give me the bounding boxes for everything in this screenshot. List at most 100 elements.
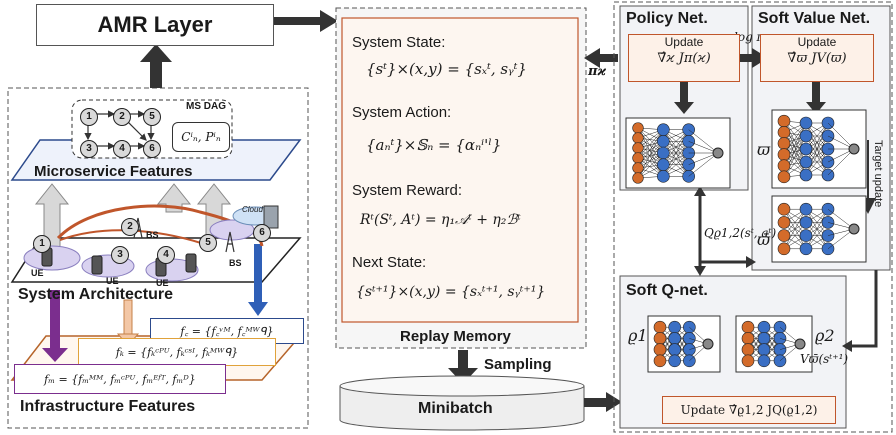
neuron [741, 320, 755, 334]
neuron [632, 172, 644, 184]
neuron [653, 320, 667, 334]
policy-update-label: Update [664, 35, 704, 49]
neuron [777, 242, 791, 256]
neuron [657, 146, 670, 160]
neuron [657, 135, 670, 148]
system-state-eq: {sᵗ}×(x,y) = {sₓᵗ, sᵧᵗ} [366, 60, 527, 78]
next-state-label: Next State: [352, 254, 427, 271]
dag-node-3: 3 [80, 138, 98, 158]
arch-node-1: 1 [33, 233, 51, 253]
neuron [777, 148, 791, 161]
neuron [632, 142, 644, 154]
fc-formula: f꜀ = {f꜀ᵛᴹ, f꜀ᴹᵂᑫ} [180, 324, 274, 338]
neuron [777, 202, 791, 216]
neuron [799, 216, 813, 229]
blue-arrow [254, 244, 262, 304]
system-action-eq: {aₙᵗ}×𝕊ₙ = {αₙⁱ'ˡ} [366, 136, 502, 154]
neuron [799, 242, 813, 256]
value-net-label: ϖ [757, 140, 771, 159]
system-state-label: System State: [352, 34, 446, 51]
arrow-log-pi [734, 54, 754, 62]
arch-node-4: 4 [157, 244, 175, 264]
neuron [632, 132, 644, 144]
neuron [757, 320, 771, 334]
ue-label-1: UE [31, 268, 44, 278]
neuron [632, 162, 644, 174]
microservice-features-label: Microservice Features [34, 163, 193, 180]
soft-q-net-title: Soft Q-net. [626, 282, 708, 299]
neuron [799, 129, 813, 143]
value-update-eq: ∇̂ϖ JV(ϖ) [787, 51, 847, 66]
bs-label-1: BS [146, 230, 159, 240]
neuron [668, 320, 681, 334]
arch-node-6: 6 [253, 222, 271, 242]
fm-formula: fₘ = {fₘᴹᴹ, fₘᶜᴾᵁ, fₘᴱᶠᵀ, fₘᴰ} [44, 372, 196, 386]
flow-arc-2 [59, 229, 211, 247]
neuron [657, 158, 670, 171]
neuron [777, 216, 791, 229]
neuron [653, 343, 667, 356]
phone-icons [41, 247, 197, 277]
neuron [799, 202, 813, 216]
neuron [799, 142, 813, 156]
minibatch-label: Minibatch [418, 400, 493, 417]
arrow-to-amr-head [140, 44, 172, 62]
value-update-box[interactable]: Update ∇̂ϖ JV(ϖ) [760, 34, 874, 82]
neuron [741, 332, 755, 345]
policy-net-title: Policy Net. [626, 10, 708, 27]
neuron [657, 123, 670, 136]
neuron [657, 170, 670, 183]
arch-node-3: 3 [111, 244, 129, 264]
neuron [668, 332, 681, 345]
neuron [653, 332, 667, 345]
policy-update-box[interactable]: Update ∇̂ϰ Jπ(ϰ) [628, 34, 740, 82]
next-state-eq: {sᵗ⁺¹}×(x,y) = {sₓᵗ⁺¹, sᵧᵗ⁺¹} [356, 284, 546, 300]
output-neuron [848, 143, 860, 155]
neuron [777, 170, 791, 184]
task-params-box: Cⁱₙ, Pⁱₙ [172, 122, 230, 152]
fk-box: fₖ = {fₖᶜᴾᵁ, fₖᶜˢᴵ, fₖᴹᵂᑫ} [78, 338, 276, 366]
fk-formula: fₖ = {fₖᶜᴾᵁ, fₖᶜˢᴵ, fₖᴹᵂᑫ} [115, 345, 239, 359]
dag-node-2: 2 [113, 106, 131, 126]
dag-node-6: 6 [143, 138, 161, 158]
neuron [777, 114, 791, 128]
infrastructure-features-label: Infrastructure Features [20, 398, 196, 415]
system-architecture-label: System Architecture [18, 286, 174, 303]
dag-node-5: 5 [143, 106, 161, 126]
replay-memory-title: Replay Memory [400, 328, 511, 345]
neuron [799, 155, 813, 169]
neuron [777, 137, 791, 150]
neuron [668, 354, 681, 368]
output-neuron [794, 338, 806, 350]
purple-arrow [50, 290, 60, 350]
target-net-label: ϖ̄ [757, 230, 771, 249]
right-panel-frame [613, 1, 893, 433]
neuron [777, 159, 791, 173]
dag-node-4: 4 [113, 138, 131, 158]
cloud-label: Cloud [242, 205, 263, 214]
neuron [799, 229, 813, 242]
arrow-minibatch-to-q [584, 398, 608, 407]
policy-update-eq: ∇̂ϰ Jπ(ϰ) [657, 51, 711, 66]
neuron [777, 125, 791, 139]
amr-layer-title: AMR Layer [97, 12, 213, 37]
value-update-label: Update [797, 35, 837, 49]
system-reward-label: System Reward: [352, 182, 463, 199]
pi-label: πϰ [588, 64, 607, 79]
ue-label-2: UE [106, 276, 119, 286]
q-value-label: Qϱ1,2(sᵗ, aᵗ) [704, 226, 777, 240]
arch-node-5: 5 [199, 232, 217, 252]
neuron [653, 354, 667, 368]
server-icon [263, 205, 279, 229]
q-update-box[interactable]: Update ∇̂ϱ1,2 JQ(ϱ1,2) [662, 396, 836, 424]
ms-dag-label: MS DAG [186, 101, 226, 112]
neural-net-graphics [625, 109, 867, 373]
arrow-pi [600, 54, 618, 62]
neuron [741, 343, 755, 356]
arrow-amr-to-replay [250, 17, 322, 25]
rho1-label: ϱ1 [628, 326, 648, 345]
arch-node-2: 2 [121, 216, 139, 236]
sampling-arrow [458, 350, 468, 370]
output-neuron [712, 147, 724, 159]
neuron [632, 152, 644, 164]
